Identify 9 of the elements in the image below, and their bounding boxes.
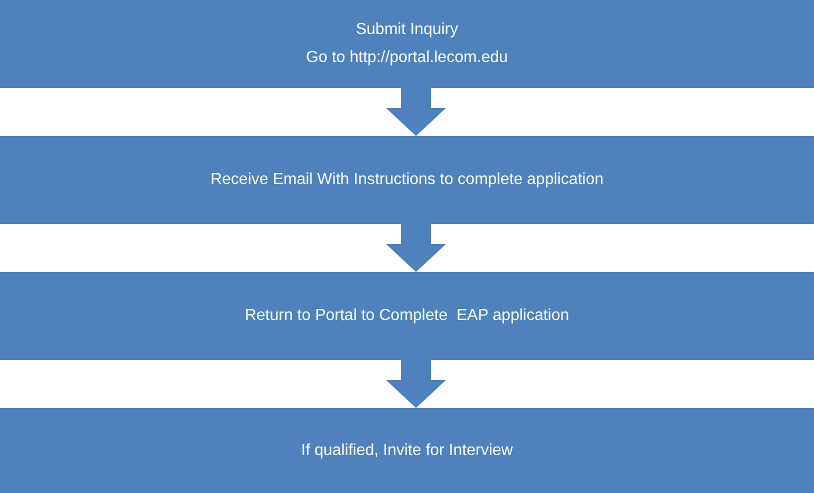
process-box (0, 0, 814, 88)
process-box (0, 136, 814, 224)
box-text: Receive Email With Instructions to complete application (210, 171, 604, 189)
box-text: If qualified, Invite for Interview (301, 442, 513, 460)
box-text: Go to http://portal.lecom.edu (306, 49, 508, 67)
process-box (0, 272, 814, 360)
box-text: Submit Inquiry (356, 21, 458, 39)
box-text: Return to Portal to Complete EAP application (244, 307, 570, 325)
process-box (0, 408, 814, 493)
